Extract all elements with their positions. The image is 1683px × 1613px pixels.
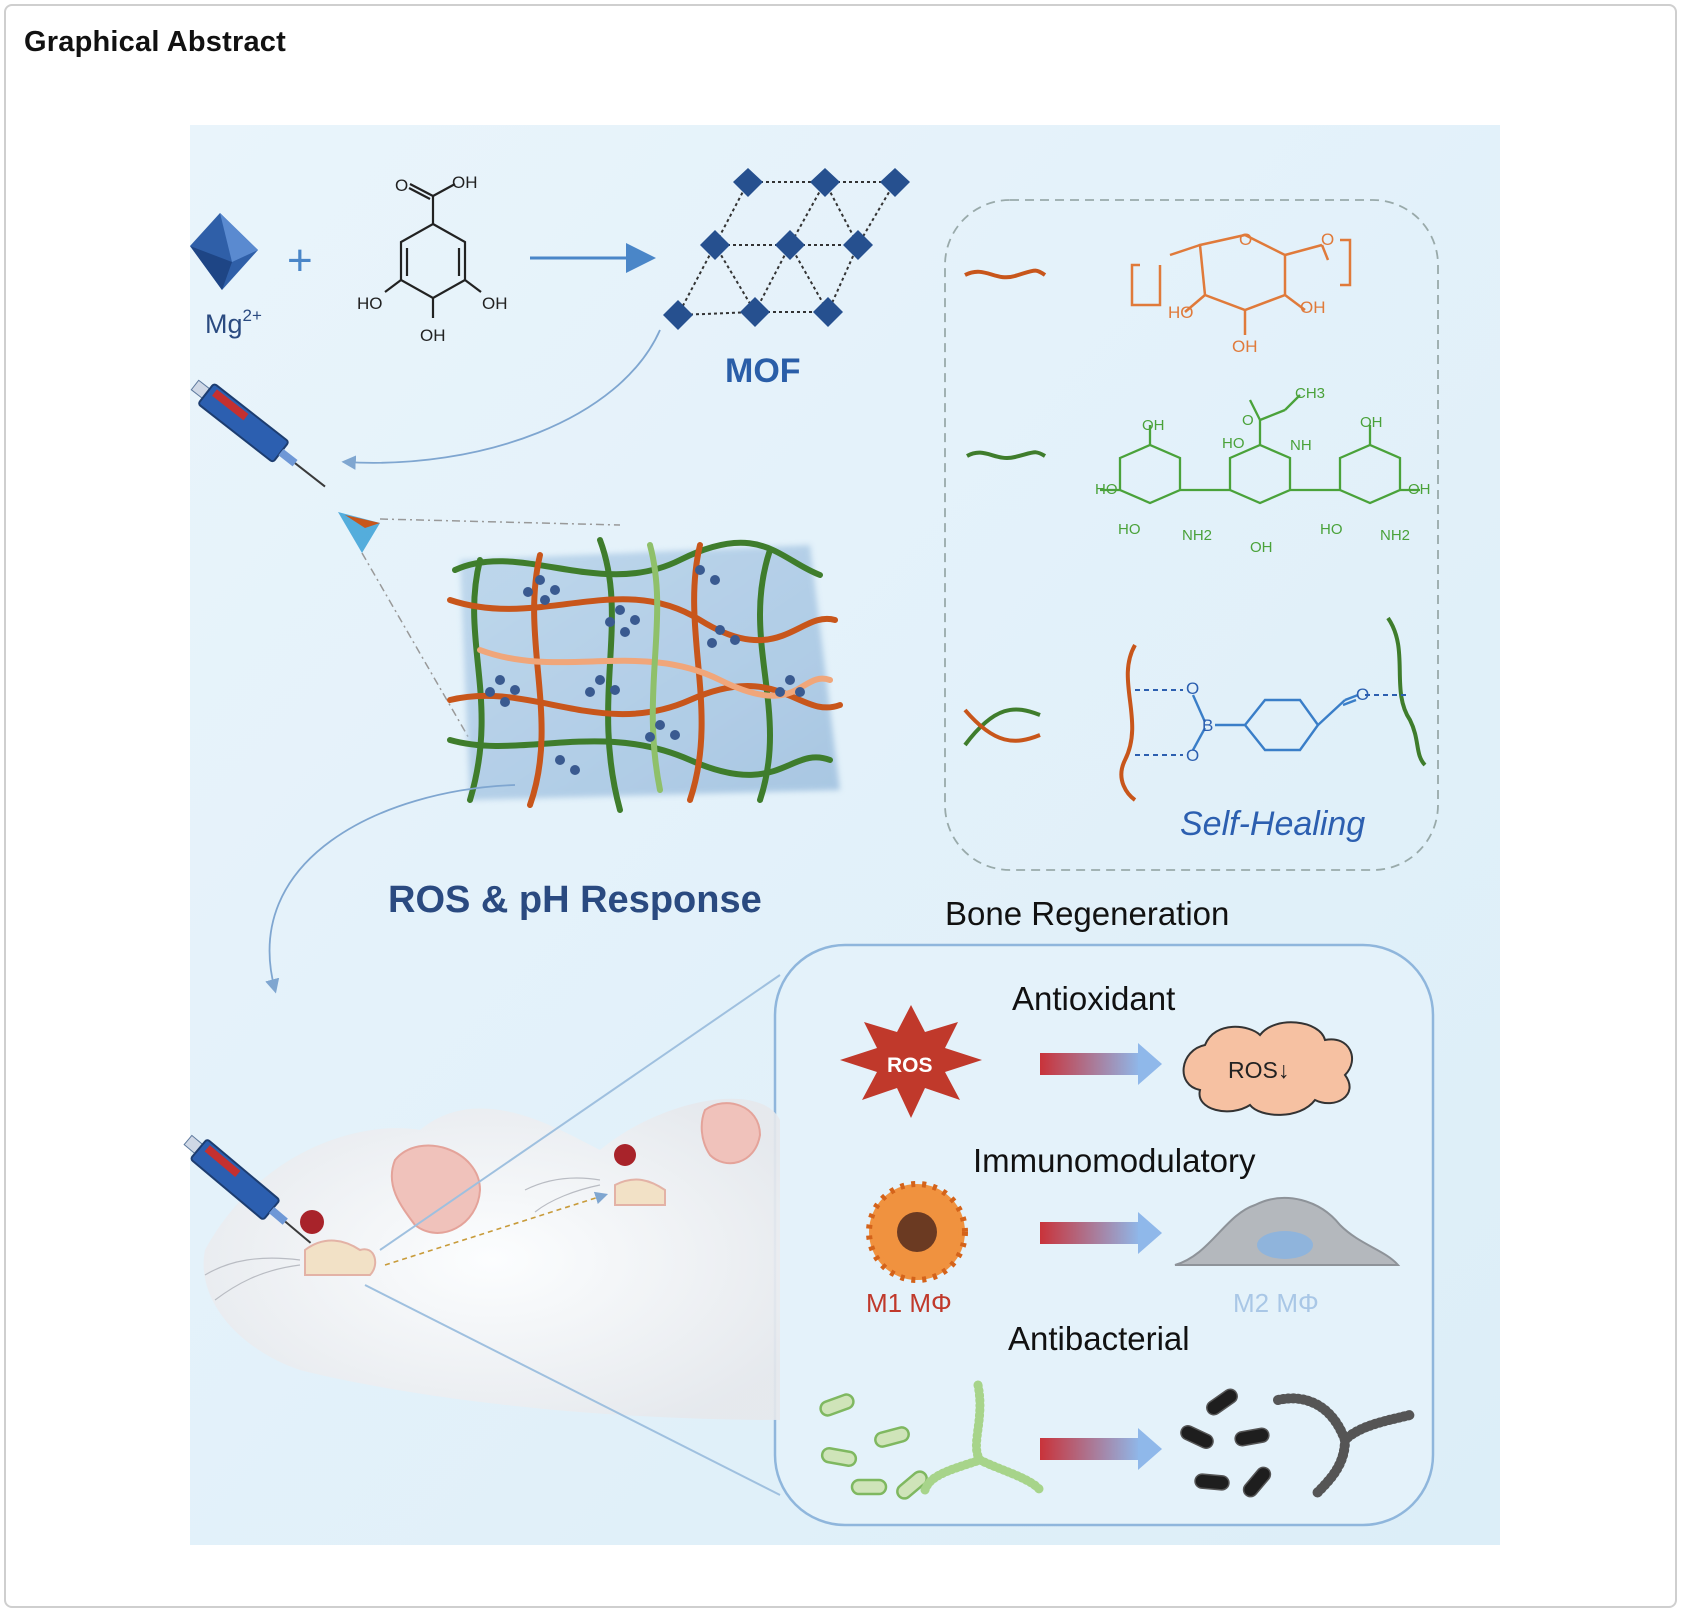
live-filament-icon	[920, 1380, 1045, 1495]
mof-to-syringe-arrow	[341, 329, 661, 470]
ros-burst-label: ROS	[887, 1054, 933, 1077]
reduced-ros-cloud-icon	[1182, 1021, 1354, 1116]
chitosan-acetyl-o-label: O	[1242, 412, 1254, 429]
bottom-syringe-icon	[183, 1134, 312, 1244]
mg-ion-octahedron-icon	[190, 213, 258, 290]
legend-green-strand-icon	[966, 450, 1047, 460]
chitosan-ho-mid-label: HO	[1222, 435, 1245, 452]
boronate-o-top-label: O	[1186, 679, 1199, 698]
mg-ion-label: Mg2+	[205, 306, 262, 339]
injected-droplet-icon	[338, 512, 380, 553]
chitosan-nh-label: NH	[1290, 437, 1312, 454]
reduced-ros-label: ROS↓	[1228, 1057, 1289, 1083]
legend-box	[944, 199, 1439, 871]
dextran-ho-label: HO	[1168, 303, 1194, 322]
acid-oh-right-label: OH	[482, 294, 508, 313]
legend-orange-strand-icon	[964, 268, 1047, 280]
plus-sign: +	[287, 236, 313, 285]
antioxidant-arrow-head	[1138, 1043, 1162, 1085]
mouse-illustration	[203, 1098, 780, 1420]
dead-filament-icon	[1273, 1393, 1415, 1500]
legend-crosslink-icon	[963, 707, 1041, 747]
chitosan-oh-right-label: OH	[1408, 481, 1431, 498]
immunomodulatory-heading: Immunomodulatory	[973, 1142, 1256, 1179]
acid-ho-left-label: HO	[357, 294, 383, 313]
antibacterial-arrow-head	[1138, 1428, 1162, 1470]
syringe-icon	[190, 379, 326, 488]
aldehyde-o-label: O	[1356, 685, 1369, 704]
hydrogel-network-icon	[447, 537, 843, 813]
boronate-o-bottom-label: O	[1186, 746, 1199, 765]
live-bacteria-icon	[819, 1393, 928, 1500]
treatment-dotted-arrow	[384, 1191, 609, 1266]
m2-macrophage-icon	[1174, 1197, 1401, 1266]
boronate-b-label: B	[1202, 716, 1213, 735]
antioxidant-arrow-shaft	[1040, 1053, 1140, 1075]
immuno-arrow-head	[1138, 1212, 1162, 1254]
bone-regeneration-title: Bone Regeneration	[945, 895, 1229, 932]
dextran-o-ring-label: O	[1239, 230, 1252, 249]
chitosan-nh2-right-label: NH2	[1380, 527, 1410, 544]
chitosan-oh-left-top-label: OH	[1142, 417, 1165, 434]
chitosan-structure-icon	[1100, 394, 1420, 505]
dextran-o-link-label: O	[1321, 230, 1334, 249]
hydrogel-response-label: ROS & pH Response	[388, 879, 762, 921]
acid-o-label: O	[395, 176, 408, 195]
zoom-line-upper	[379, 518, 621, 526]
antibacterial-heading: Antibacterial	[1008, 1320, 1190, 1357]
gallic-acid-structure-icon	[384, 183, 482, 318]
chitosan-ho-bottom-left-label: HO	[1118, 521, 1141, 538]
dead-bacteria-icon	[1180, 1388, 1272, 1498]
chitosan-ho-left-label: HO	[1095, 481, 1118, 498]
antibacterial-arrow-shaft	[1040, 1438, 1140, 1460]
chitosan-oh-bottom-mid-label: OH	[1250, 539, 1273, 556]
dextran-oh-bottom-label: OH	[1232, 337, 1258, 356]
m1-macrophage-icon	[866, 1181, 968, 1283]
m1-macrophage-label: M1 MΦ	[866, 1288, 952, 1318]
acid-oh-top-label: OH	[452, 173, 478, 192]
mof-lattice-icon	[663, 168, 910, 330]
phenylboronic-crosslink-structure-icon	[1119, 616, 1427, 802]
ros-burst-icon	[840, 1005, 982, 1118]
self-healing-label: Self-Healing	[1180, 805, 1365, 843]
acid-oh-bottom-label: OH	[420, 326, 446, 345]
chitosan-ch3-label: CH3	[1295, 385, 1325, 402]
antioxidant-heading: Antioxidant	[1012, 980, 1175, 1017]
zoom-line-panel-top	[379, 974, 781, 1251]
chitosan-nh2-left-label: NH2	[1182, 527, 1212, 544]
m2-macrophage-label: M2 MΦ	[1233, 1288, 1319, 1318]
dextran-oh-right-label: OH	[1300, 298, 1326, 317]
chitosan-oh-right-top-label: OH	[1360, 414, 1383, 431]
zoom-line-panel-bottom	[364, 1284, 781, 1496]
mof-label: MOF	[725, 352, 801, 390]
immuno-arrow-shaft	[1040, 1222, 1140, 1244]
chitosan-ho-bottom-right-label: HO	[1320, 521, 1343, 538]
figure-title: Graphical Abstract	[24, 26, 286, 58]
oxidized-dextran-structure-icon	[1130, 233, 1352, 335]
gel-to-mouse-arrow	[265, 784, 516, 994]
